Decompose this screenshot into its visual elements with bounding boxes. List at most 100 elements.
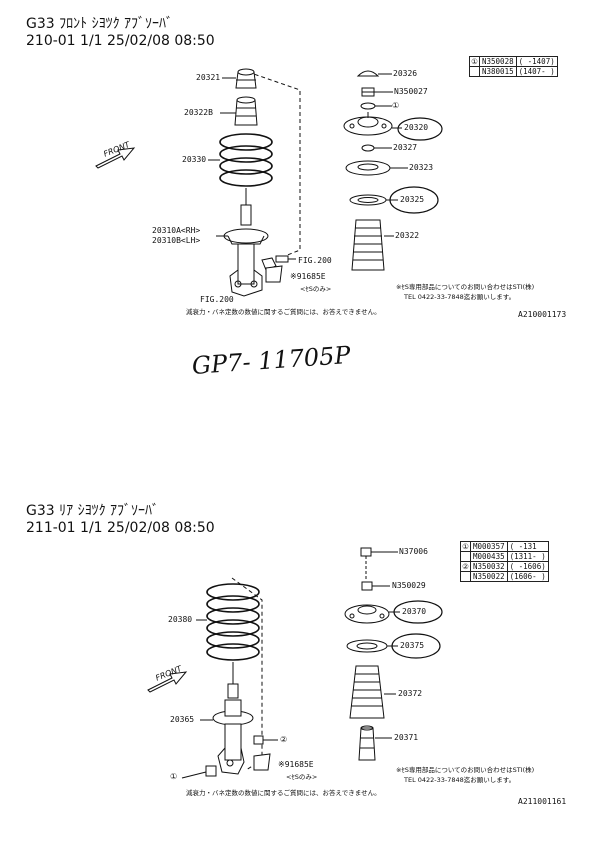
- table-row: ① N350028 ( -1407): [469, 56, 558, 67]
- front-bottom-note: 減衰力・バネ定数の数値に関するご質問には、お答えできません。: [186, 308, 381, 316]
- label-20326: 20326: [393, 69, 418, 78]
- front-bump-stopper: [235, 97, 257, 125]
- rear-bump-stopper: [359, 726, 375, 760]
- table-mark: [460, 551, 471, 562]
- table-mark: [460, 571, 471, 582]
- rear-circle-mark-2: ②: [280, 735, 288, 744]
- table-row: N380015 (1407- ): [469, 66, 558, 77]
- front-header-meta: 210-01 1/1 25/02/08 08:50: [26, 33, 215, 49]
- rear-highlight-20370: [394, 601, 442, 623]
- label-n350029: N350029: [392, 581, 426, 590]
- rear-direction-arrow: [148, 672, 186, 692]
- rear-lower-nut: [254, 736, 278, 744]
- table-range: (1407- ): [515, 66, 558, 77]
- front-sti-note-2: TEL 0422-33-7848迄お願いします。: [404, 293, 516, 301]
- label-91685e: ※91685E: [290, 272, 326, 281]
- label-20372: 20372: [398, 689, 423, 698]
- front-bolt: [276, 256, 296, 262]
- front-dust-boot: [352, 220, 384, 270]
- table-code: M000435: [470, 551, 508, 562]
- table-row: ② N350032 ( -1606): [460, 561, 549, 572]
- front-circle-mark: ①: [392, 101, 400, 110]
- rear-lower-bolt: [182, 766, 216, 778]
- front-strut-mount: [344, 112, 392, 135]
- rear-header-meta: 211-01 1/1 25/02/08 08:50: [26, 520, 215, 536]
- label-20310b: 20310B<LH>: [152, 236, 201, 245]
- front-applicability-table: ① N350028 ( -1407) N380015 (1407- ): [469, 56, 558, 77]
- front-assembly-dashed-line: [248, 72, 300, 258]
- label-20365: 20365: [170, 715, 195, 724]
- label-20310a: 20310A<RH>: [152, 226, 201, 235]
- front-bushing: [362, 145, 374, 151]
- front-91685e-bracket: [266, 266, 282, 282]
- label-20320: 20320: [404, 123, 429, 132]
- label-n37006: N37006: [399, 547, 428, 556]
- rear-circle-mark-1: ①: [170, 772, 178, 781]
- front-sti-note-1: ※ｾS専用部品についてのお問い合わせはSTI(株): [396, 283, 535, 291]
- table-code: N350028: [479, 56, 517, 67]
- label-20323: 20323: [409, 163, 434, 172]
- front-washer: [361, 103, 375, 109]
- front-highlight-20320: [398, 118, 442, 140]
- table-mark: ②: [460, 561, 471, 572]
- label-fig200-a: FIG.200: [298, 256, 332, 265]
- table-mark: ①: [460, 541, 471, 552]
- front-highlight-20325: [390, 187, 438, 213]
- table-code: N350032: [470, 561, 508, 572]
- rear-dust-boot: [350, 666, 384, 718]
- front-nut: [362, 88, 374, 96]
- table-range: (1606- ): [506, 571, 549, 582]
- table-mark: [469, 66, 480, 77]
- rear-applicability-table: ① M000357 ( -131 M000435 (1311- ) ② N350…: [460, 541, 549, 582]
- table-range: ( -1606): [506, 561, 549, 572]
- label-20325: 20325: [400, 195, 425, 204]
- table-code: M000357: [470, 541, 508, 552]
- label-20322: 20322: [395, 231, 420, 240]
- table-row: M000435 (1311- ): [460, 551, 549, 562]
- rear-nut-n37006: [361, 548, 371, 556]
- rear-sti-note-2: TEL 0422-33-7848迄お願いします。: [404, 776, 516, 784]
- label-20330: 20330: [182, 155, 207, 164]
- rear-upper-seat: [347, 640, 387, 652]
- label-n350027: N350027: [394, 87, 428, 96]
- front-coil-spring: [220, 134, 272, 186]
- table-range: (1311- ): [506, 551, 549, 562]
- label-20371: 20371: [394, 733, 419, 742]
- rear-strut-mount: [345, 605, 389, 623]
- label-20370: 20370: [402, 607, 427, 616]
- table-row: ① M000357 ( -131: [460, 541, 549, 552]
- table-range: ( -131: [506, 541, 549, 552]
- label-fig200-b: FIG.200: [200, 295, 234, 304]
- front-bump-cap: [236, 69, 256, 88]
- label-20380: 20380: [168, 615, 193, 624]
- rear-figure-id: A211001161: [518, 797, 567, 806]
- label-20322b: 20322B: [184, 108, 213, 117]
- label-rear-91685e-sub: <ｾSのみ>: [286, 773, 318, 781]
- label-rear-91685e: ※91685E: [278, 760, 314, 769]
- table-row: N350022 (1606- ): [460, 571, 549, 582]
- front-figure-id: A210001173: [518, 310, 567, 319]
- label-20327: 20327: [393, 143, 418, 152]
- rear-nut-n350029: [362, 582, 372, 590]
- rear-bottom-note: 減衰力・バネ定数の数値に関するご質問には、お答えできません。: [186, 789, 381, 797]
- rear-91685e-bracket: [254, 754, 270, 770]
- rear-sti-note-1: ※ｾS専用部品についてのお問い合わせはSTI(株): [396, 766, 535, 774]
- front-top-cap: [358, 71, 378, 76]
- table-code: N380015: [479, 66, 517, 77]
- rear-coil-spring: [207, 584, 259, 660]
- front-direction-arrow: [96, 148, 134, 168]
- table-mark: ①: [469, 56, 480, 67]
- front-upper-seat: [346, 161, 390, 175]
- rear-highlight-20375: [392, 634, 440, 658]
- front-strut: [224, 188, 276, 296]
- front-rubber-seat: [350, 195, 386, 205]
- table-range: ( -1407): [515, 56, 558, 67]
- label-91685e-sub: <ｾSのみ>: [300, 285, 332, 293]
- label-20375: 20375: [400, 641, 425, 650]
- front-header-title: G33 ﾌﾛﾝﾄ ｼﾖﾂｸ ｱﾌﾞｿｰﾊﾞ: [26, 16, 174, 32]
- label-20321: 20321: [196, 73, 221, 82]
- rear-strut: [213, 662, 253, 774]
- rear-header-title: G33 ﾘｱ ｼﾖﾂｸ ｱﾌﾞｿｰﾊﾞ: [26, 503, 160, 519]
- table-code: N350022: [470, 571, 508, 582]
